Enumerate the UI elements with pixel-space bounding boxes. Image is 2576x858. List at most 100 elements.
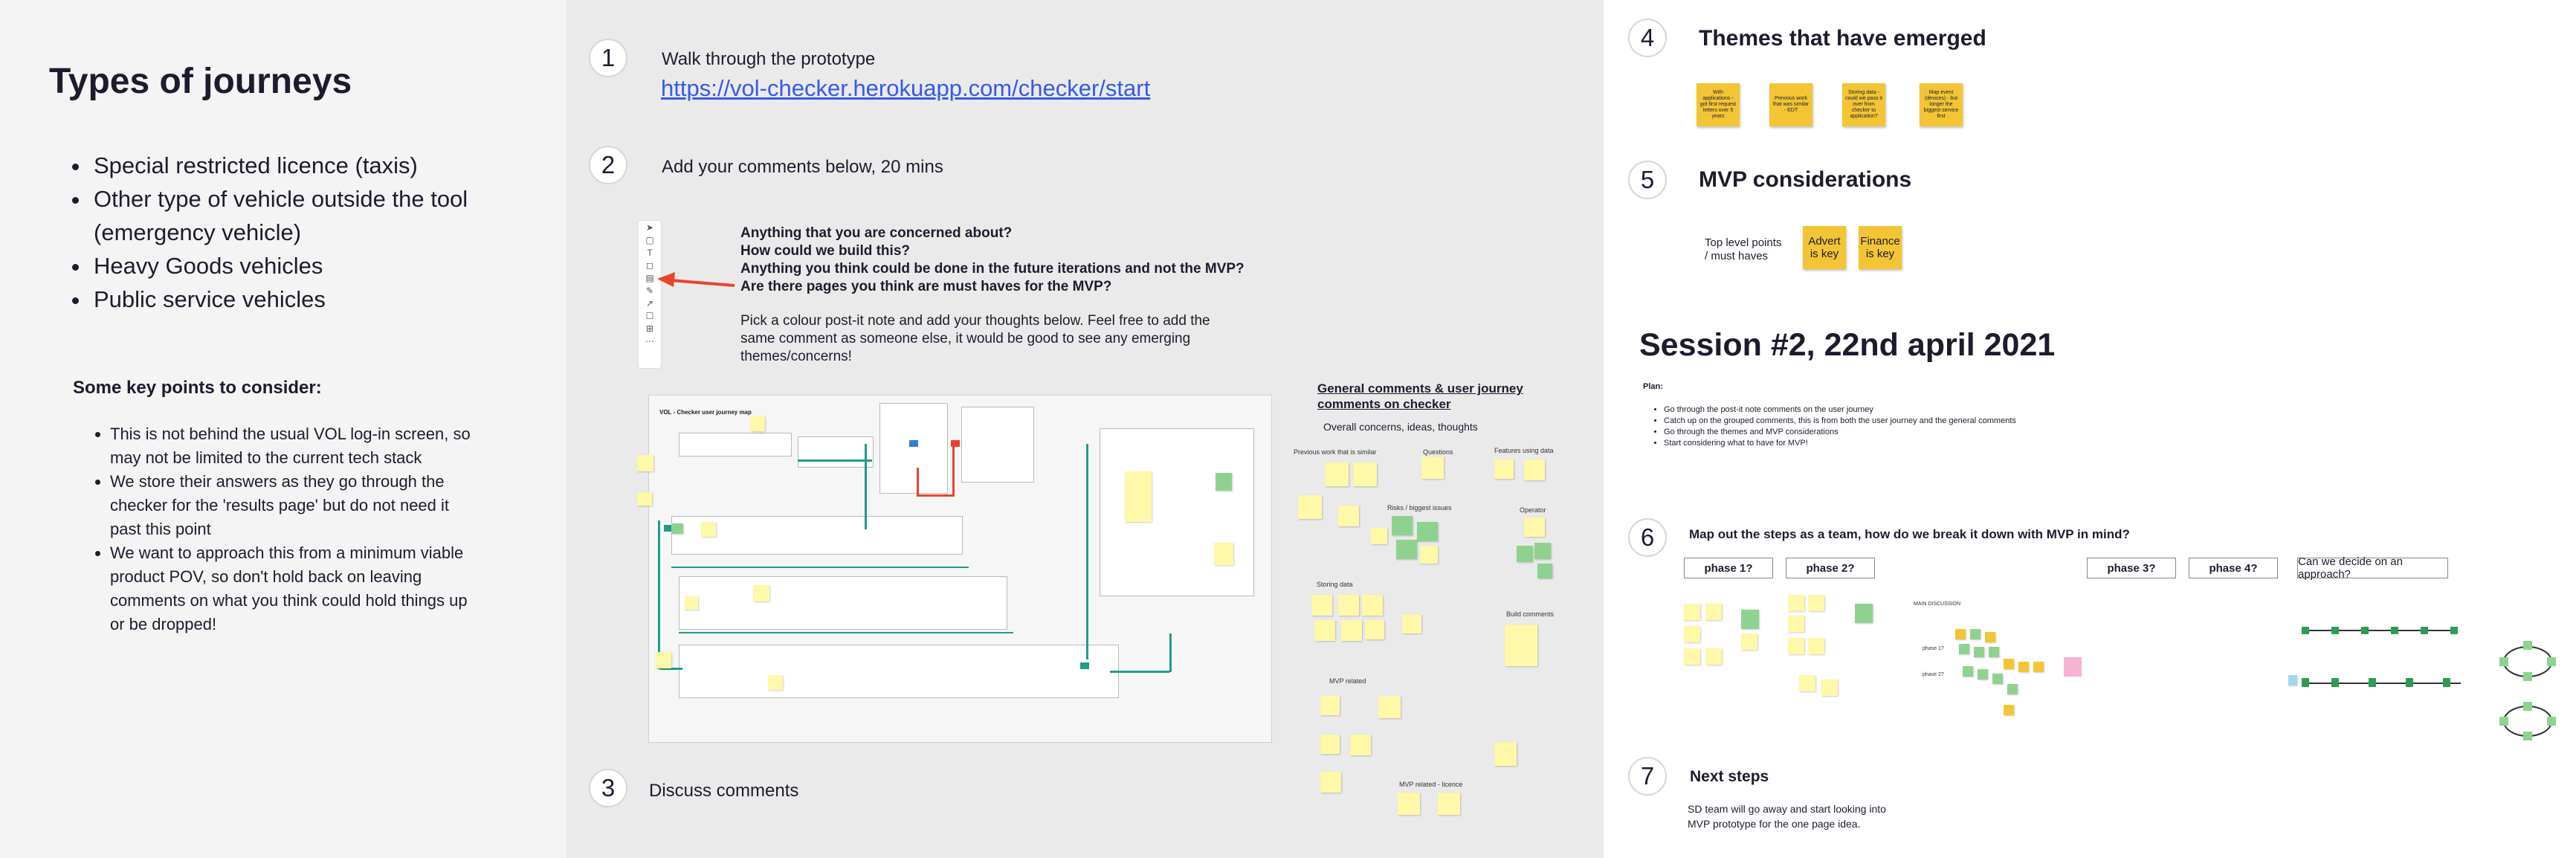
sticky-note[interactable]	[655, 652, 671, 668]
screen-thumbnail[interactable]	[798, 436, 874, 468]
sticky-note[interactable]	[1338, 506, 1359, 526]
sticky-note[interactable]	[1378, 696, 1401, 718]
more-icon[interactable]: ⋯	[645, 336, 654, 346]
screen-thumbnail[interactable]	[679, 433, 792, 457]
sticky-note[interactable]	[1989, 647, 1999, 657]
sticky-note[interactable]	[1320, 772, 1341, 793]
sticky-note[interactable]	[2064, 657, 2082, 677]
sticky-note[interactable]	[1350, 735, 1371, 755]
pen-icon[interactable]: ✎	[645, 286, 654, 296]
sticky-note[interactable]	[1365, 620, 1384, 639]
sticky-note[interactable]	[1420, 546, 1438, 564]
sticky-note[interactable]	[1821, 680, 1838, 696]
sticky-note[interactable]	[1978, 669, 1988, 680]
sticky-note[interactable]	[1298, 495, 1322, 519]
sticky-note[interactable]	[1684, 626, 1700, 642]
screen-thumbnail[interactable]	[1100, 428, 1254, 596]
sticky-note[interactable]	[753, 585, 769, 601]
sticky-note[interactable]	[1970, 629, 1981, 639]
sticky-note[interactable]	[2007, 684, 2018, 694]
sticky-note[interactable]	[1788, 616, 1804, 632]
screen-thumbnail[interactable]	[679, 645, 1119, 698]
sticky-note[interactable]	[2018, 662, 2029, 672]
sticky-note[interactable]	[701, 522, 716, 537]
sticky-note[interactable]	[1353, 462, 1377, 486]
sticky-note[interactable]	[2033, 662, 2044, 672]
shape-icon[interactable]: ◻	[646, 260, 653, 271]
sticky-note[interactable]	[1494, 459, 1514, 479]
sticky-note[interactable]	[1125, 471, 1152, 522]
sticky-note[interactable]	[1741, 610, 1759, 629]
sticky-note[interactable]	[1421, 457, 1444, 479]
theme-note[interactable]: Storing data - could we pass it over fro…	[1842, 83, 1885, 126]
sticky-note[interactable]	[1396, 540, 1417, 559]
sticky-note[interactable]	[750, 416, 765, 431]
sticky-note[interactable]	[1705, 604, 1722, 620]
prototype-link[interactable]: https://vol-checker.herokuapp.com/checke…	[661, 75, 1151, 101]
sticky-note[interactable]	[1741, 633, 1757, 650]
sticky-note[interactable]	[1524, 459, 1545, 480]
phase-box[interactable]: phase 3?	[2087, 558, 2176, 578]
sticky-note[interactable]	[1974, 647, 1984, 657]
sticky-note[interactable]	[1214, 543, 1233, 565]
frame-icon[interactable]: ▢	[645, 235, 654, 245]
sticky-note[interactable]	[1684, 648, 1700, 665]
sticky-note[interactable]	[1371, 528, 1387, 544]
theme-note[interactable]: Map event (devices) - but longer the big…	[1920, 83, 1963, 126]
sticky-note[interactable]	[1392, 516, 1413, 535]
sticky-note[interactable]	[2004, 659, 2014, 669]
sticky-note[interactable]	[1537, 564, 1552, 578]
sticky-note[interactable]	[1517, 546, 1533, 562]
sticky-note[interactable]	[637, 492, 652, 506]
sticky-note-icon[interactable]: ▤	[645, 273, 654, 283]
sticky-note[interactable]	[1494, 742, 1517, 766]
sticky-note[interactable]	[1705, 648, 1722, 665]
sticky-note[interactable]	[1799, 675, 1815, 691]
sticky-note[interactable]	[1955, 629, 1966, 639]
sticky-note[interactable]	[1959, 644, 1969, 654]
mvp-note[interactable]: Finance is key	[1859, 226, 1902, 269]
sticky-note[interactable]	[637, 455, 653, 471]
sticky-note[interactable]	[1402, 614, 1421, 633]
sticky-note[interactable]	[1534, 543, 1551, 559]
theme-note[interactable]: With applications - got first request le…	[1697, 83, 1740, 126]
sticky-note[interactable]	[1505, 625, 1537, 666]
phase-box[interactable]: phase 4?	[2189, 558, 2278, 578]
screen-thumbnail[interactable]	[679, 576, 1007, 630]
screen-thumbnail[interactable]	[879, 403, 948, 494]
sticky-note[interactable]	[1341, 620, 1362, 641]
mvp-note[interactable]: Advert is key	[1803, 226, 1846, 269]
sticky-note[interactable]	[1524, 517, 1545, 537]
sticky-note[interactable]	[1808, 595, 1824, 611]
sticky-note[interactable]	[1320, 735, 1340, 754]
sticky-note[interactable]	[1963, 666, 1973, 677]
sticky-note[interactable]	[671, 523, 683, 534]
comment-icon[interactable]: ☐	[645, 311, 654, 321]
sticky-note[interactable]	[1311, 595, 1332, 616]
sticky-note[interactable]	[1362, 595, 1383, 616]
sticky-note[interactable]	[1788, 595, 1804, 611]
screen-thumbnail[interactable]	[671, 516, 963, 555]
journey-map-frame[interactable]: VOL - Checker user journey map	[637, 395, 1272, 743]
sticky-note[interactable]	[1992, 674, 2003, 684]
sticky-note[interactable]	[1417, 522, 1438, 541]
sticky-note[interactable]	[1338, 595, 1359, 616]
sticky-note[interactable]	[768, 675, 783, 690]
sticky-note[interactable]	[1985, 632, 1995, 642]
sticky-note[interactable]	[1855, 604, 1873, 623]
connector-icon[interactable]: ↗	[645, 298, 654, 309]
sticky-note[interactable]	[2004, 705, 2014, 715]
sticky-note[interactable]	[685, 596, 698, 610]
sticky-note[interactable]	[1808, 638, 1824, 654]
sticky-note[interactable]	[1314, 620, 1335, 641]
sticky-note[interactable]	[1788, 638, 1804, 654]
table-icon[interactable]: ⊞	[645, 323, 654, 334]
sticky-note[interactable]	[1398, 793, 1420, 815]
sticky-note[interactable]	[1438, 793, 1460, 815]
sticky-note[interactable]	[1320, 696, 1340, 715]
phase-box[interactable]: phase 1?	[1684, 558, 1773, 578]
arrow-icon[interactable]: ➤	[645, 222, 654, 233]
approach-box[interactable]: Can we decide on an approach?	[2297, 555, 2448, 581]
screen-thumbnail[interactable]	[961, 407, 1034, 483]
theme-note[interactable]: Previous work that was similar - EDT	[1769, 83, 1812, 126]
